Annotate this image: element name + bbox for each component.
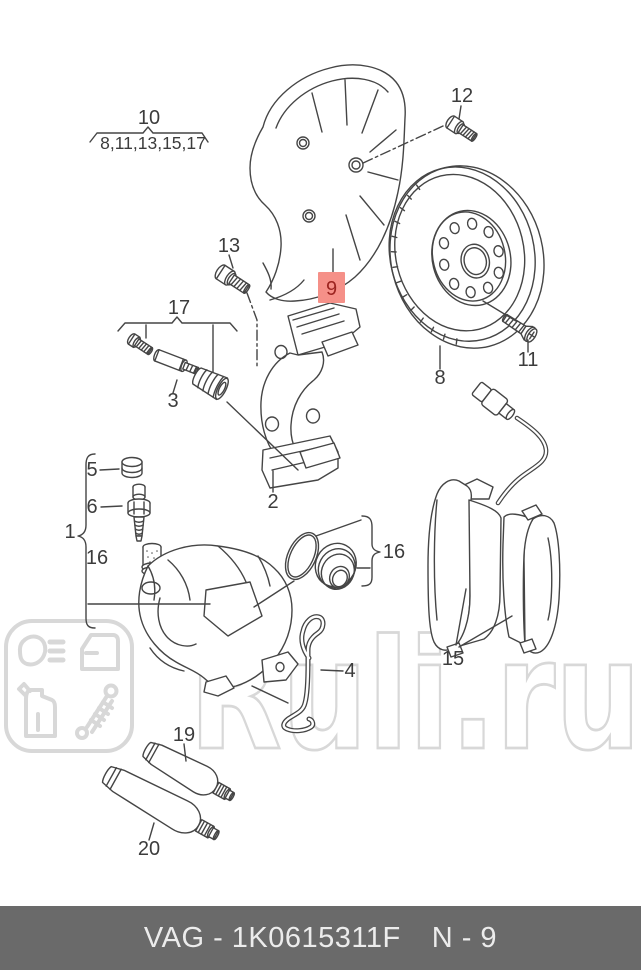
- footer-page-code: N - 9: [431, 921, 498, 954]
- grease-tube-part19: [142, 741, 235, 802]
- caliper-carrier-part2: [260, 302, 361, 489]
- callout-15: 15: [442, 648, 464, 670]
- oil-canister-icon: [17, 682, 57, 738]
- disc-lug-holes: [438, 217, 505, 299]
- highlight-box[interactable]: [318, 272, 345, 303]
- leader-lines: [77, 105, 529, 841]
- headlight-icon: [17, 634, 48, 667]
- sensor-cable: [495, 415, 549, 506]
- callout-10-group: 8,11,13,15,17: [100, 133, 206, 153]
- guide-pin-boot-part17: [192, 367, 229, 401]
- callout-9[interactable]: 9: [326, 278, 337, 300]
- callout-13: 13: [218, 235, 240, 257]
- callout-8: 8: [434, 367, 445, 389]
- callout-5: 5: [86, 459, 97, 481]
- grille-bars-icon: [47, 639, 66, 663]
- alignment-dash-dot-lines: [246, 125, 444, 368]
- guide-stud-part17: [126, 333, 154, 356]
- footer-part-code: VAG - 1K0615311F: [143, 921, 401, 954]
- piston-seal-ring-part16: [284, 531, 357, 590]
- retaining-spring-part4: [281, 614, 326, 734]
- wear-sensor-connector: [471, 381, 516, 421]
- callout-16-right: 16: [383, 541, 405, 563]
- watermark-logo-frame: [4, 619, 134, 753]
- watermark-logo: [4, 619, 134, 753]
- callout-1: 1: [64, 521, 75, 543]
- callout-19: 19: [173, 724, 195, 746]
- brake-caliper-body: [138, 544, 299, 697]
- dust-cap-part5: [121, 456, 143, 479]
- brake-disc-part8: [388, 165, 545, 349]
- callout-4: 4: [344, 660, 355, 682]
- callout-16-left: 16: [86, 547, 108, 569]
- footer-bar: VAG - 1K0615311F N - 9: [0, 906, 641, 970]
- diagram-artwork: [77, 64, 561, 841]
- guide-pin-part3: [153, 348, 200, 375]
- callout-17: 17: [168, 297, 190, 319]
- boot-texture-dots: [146, 550, 158, 564]
- callout-11: 11: [518, 349, 539, 371]
- shock-absorber-icon: [75, 683, 119, 740]
- highlighted-callout-9[interactable]: 9: [318, 272, 345, 303]
- callout-2: 2: [267, 491, 278, 513]
- splash-shield-part9: [249, 64, 406, 302]
- brake-pads-part15: [427, 381, 561, 658]
- callout-6: 6: [86, 496, 97, 518]
- carrier-bolt-part13: [214, 264, 251, 294]
- car-door-icon: [80, 633, 120, 671]
- callout-3: 3: [167, 390, 178, 412]
- callout-12: 12: [451, 85, 473, 107]
- callout-labels: 10 8,11,13,15,17 12 13 17 3 8 11 2 5 6 1…: [64, 85, 538, 860]
- callout-10: 10: [138, 107, 160, 129]
- bleeder-valve-part6: [127, 483, 151, 542]
- grease-tube-part20: [101, 765, 220, 841]
- disc-screw-part11: [501, 313, 538, 343]
- callout-20: 20: [138, 838, 160, 860]
- watermark: Ruli.ru: [4, 606, 641, 785]
- shield-bolt-part12: [445, 115, 478, 142]
